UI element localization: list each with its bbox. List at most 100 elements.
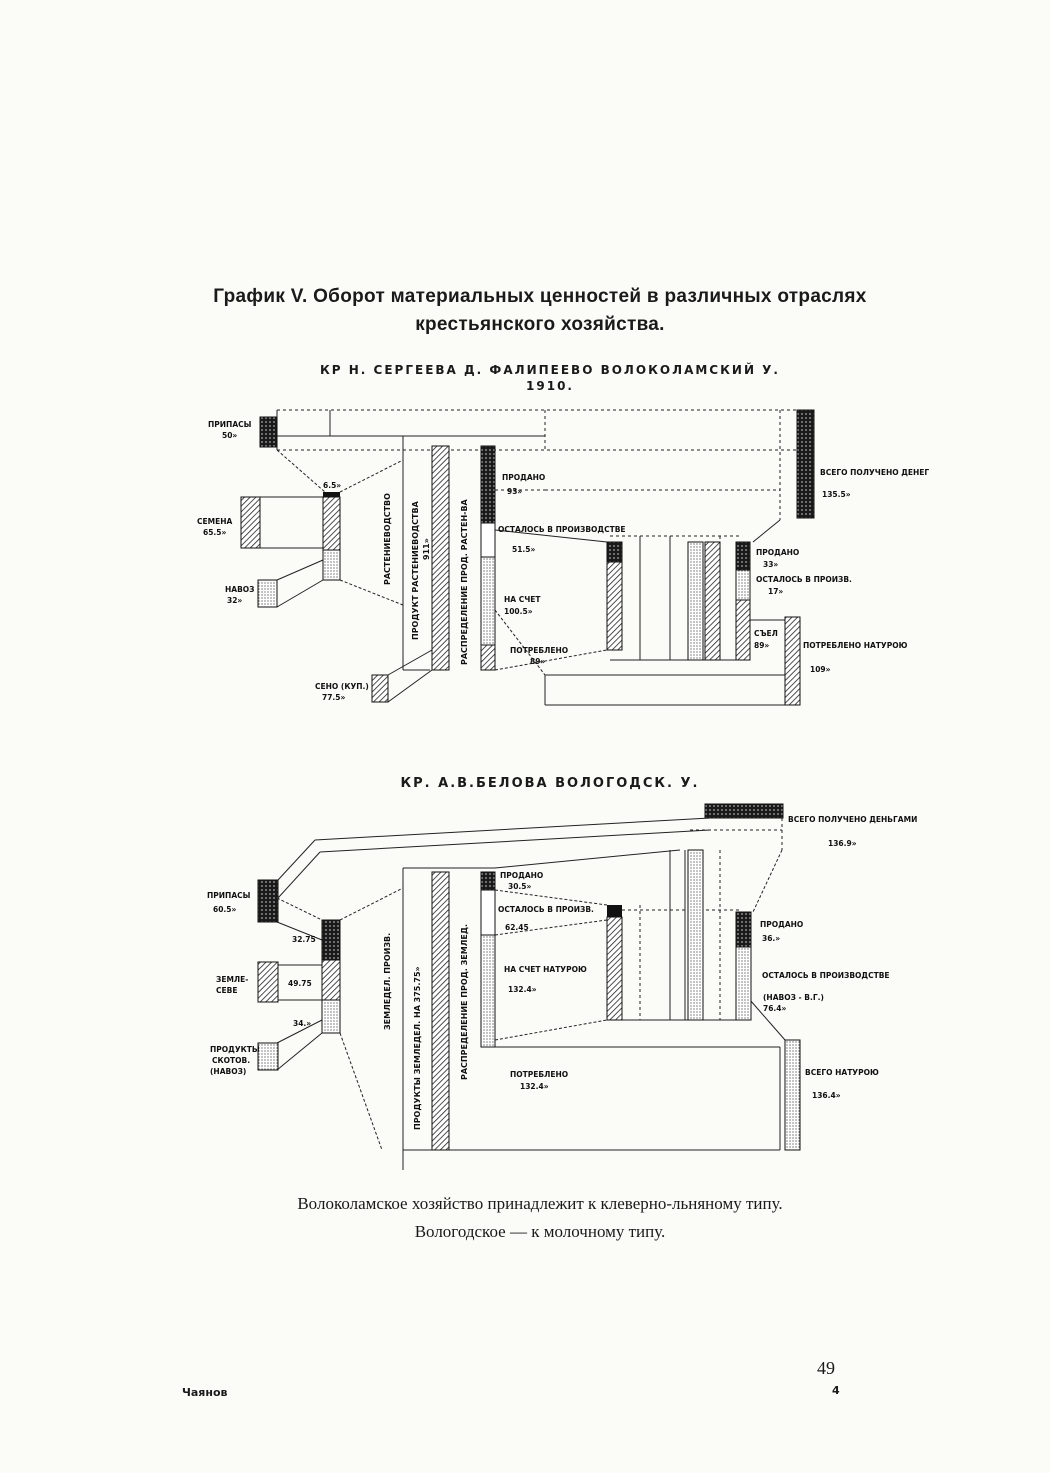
title-line-1: График V. Оборот материальных ценностей … <box>213 286 867 307</box>
bar-produkt-1 <box>431 445 450 671</box>
label-potrebleno-1: ПОТРЕБЛЕНО <box>510 646 568 655</box>
value-small-1: 6.5» <box>323 481 341 490</box>
label-vsego-den-2: ВСЕГО ПОЛУЧЕНО ДЕНЬГАМИ <box>788 815 917 824</box>
label-ostalos2-2: ОСТАЛОСЬ В ПРОИЗВОДСТВЕ <box>762 971 890 980</box>
value-naschet-1: 100.5» <box>504 607 533 616</box>
value-vsego-nat-2: 136.4» <box>812 1091 841 1100</box>
value-prodano-1: 93» <box>507 487 522 496</box>
caption-line-2: Вологодское — к молочному типу. <box>414 1222 666 1241</box>
value-v1-2: 32.75 <box>292 935 316 944</box>
value-prodano2-1: 33» <box>763 560 778 569</box>
value-prodano-2: 30.5» <box>508 882 532 891</box>
bar-mid2-1 <box>687 541 704 661</box>
bar-sel-1 <box>735 599 751 661</box>
value-v2-2: 49.75 <box>288 979 312 988</box>
value-ostalos2-2: 76.4» <box>763 1004 787 1013</box>
bar-mid-2 <box>606 916 623 1021</box>
bar-prodano-2 <box>480 871 496 891</box>
bar-ostalos-2 <box>480 889 496 936</box>
label-raspred-1: РАСПРЕДЕЛЕНИЕ ПРОД. РАСТЕН-ВА <box>460 498 469 665</box>
bar-small-1 <box>323 492 340 497</box>
bar-mid3-1 <box>704 541 721 661</box>
value-seno-1: 77.5» <box>322 693 346 702</box>
value-ostalos-2: 62.45 <box>505 923 529 932</box>
value-navoz-1: 32» <box>227 596 242 605</box>
bar-semena-in-2 <box>321 959 341 1001</box>
label-zemled-2: ЗЕМЛЕДЕЛ. ПРОИЗВ. <box>383 933 392 1030</box>
label-potrebleno-2: ПОТРЕБЛЕНО <box>510 1070 568 1079</box>
label-seve-2: СЕВЕ <box>216 986 237 995</box>
label-prodano-1: ПРОДАНО <box>502 473 545 482</box>
bar-mid-1 <box>606 561 623 651</box>
label-vsego-den-1: ВСЕГО ПОЛУЧЕНО ДЕНЕГ <box>820 468 929 477</box>
label-semena-1: СЕМЕНА <box>197 517 232 526</box>
label-ostalos-1: ОСТАЛОСЬ В ПРОИЗВОДСТВЕ <box>498 525 626 534</box>
value-vsego-den-2: 136.9» <box>828 839 857 848</box>
bar-navoz-1 <box>257 579 278 608</box>
value-potrebleno-2: 132.4» <box>520 1082 549 1091</box>
value-naschet-2: 132.4» <box>508 985 537 994</box>
label-prodano-2: ПРОДАНО <box>500 871 543 880</box>
bar-potr-nat-1 <box>784 616 801 706</box>
label-ostalos2b-2: (НАВОЗ - В.Г.) <box>763 993 824 1002</box>
bar-semena-2 <box>257 961 279 1003</box>
page-number: 49 <box>817 1358 835 1378</box>
bar-produkty-2 <box>257 1042 279 1071</box>
value-vsego-den-1: 135.5» <box>822 490 851 499</box>
label-naschet-1: НА СЧЕТ <box>504 595 541 604</box>
bar-semena-1 <box>240 496 261 549</box>
label-navoz-1: НАВОЗ <box>225 585 255 594</box>
value-pripasy-1: 50» <box>222 431 237 440</box>
bar-pripasy-2 <box>257 879 279 923</box>
caption: Волоколамское хозяйство принадлежит к кл… <box>150 1190 930 1246</box>
label-vsego-nat-2: ВСЕГО НАТУРОЮ <box>805 1068 879 1077</box>
bar-vsego-den-1 <box>796 409 815 519</box>
diagram2-heading: КР. А.В.БЕЛОВА ВОЛОГОДСК. У. <box>400 776 700 791</box>
value-produkt-1: 911» <box>422 538 431 560</box>
label-seno-1: СЕНО (КУП.) <box>315 682 369 691</box>
value-v3-2: 34.» <box>293 1019 311 1028</box>
bar-pripasy-in-2 <box>321 919 341 961</box>
label-zemle-2: ЗЕМЛЕ- <box>216 975 248 984</box>
value-potr-nat-1: 109» <box>810 665 831 674</box>
label-prodano2-2: ПРОДАНО <box>760 920 803 929</box>
label-pripasy-2: ПРИПАСЫ <box>207 891 251 900</box>
bar-seno-1 <box>371 674 389 703</box>
bar-prod-zem-2 <box>431 871 450 1151</box>
label-naschet-2: НА СЧЕТ НАТУРОЮ <box>504 965 587 974</box>
value-semena-1: 65.5» <box>203 528 227 537</box>
bar-prodano2-2 <box>735 911 752 948</box>
label-ostalos2-1: ОСТАЛОСЬ В ПРОИЗВ. <box>756 575 852 584</box>
title-line-2: крестьянского хозяйства. <box>415 314 665 335</box>
value-ostalos2-1: 17» <box>768 587 783 596</box>
label-prodano2-1: ПРОДАНО <box>756 548 799 557</box>
signature-left: Чаянов <box>182 1386 228 1399</box>
bar-naschet-2 <box>480 934 496 1048</box>
value-ostalos-1: 51.5» <box>512 545 536 554</box>
signature-right: 4 <box>832 1384 840 1397</box>
label-rasten-1: РАСТЕНИЕВОДСТВО <box>383 493 392 585</box>
label-raspred-2: РАСПРЕДЕЛЕНИЕ ПРОД. ЗЕМЛЕД. <box>460 924 469 1080</box>
label-produkt-1: ПРОДУКТ РАСТЕНИЕВОДСТВА <box>411 500 420 640</box>
bar-vsego-nat-2 <box>784 1039 801 1151</box>
bar-ostalos2-2 <box>735 946 752 1021</box>
label-produkty2-2: СКОТОВ. <box>212 1056 250 1065</box>
page-title: График V. Оборот материальных ценностей … <box>150 283 930 339</box>
label-sel-1: СЪЕЛ <box>754 629 778 638</box>
value-pripasy-2: 60.5» <box>213 905 237 914</box>
bar-navoz-in-1 <box>322 549 341 581</box>
bar-mid2-2 <box>687 849 704 1021</box>
caption-line-1: Волоколамское хозяйство принадлежит к кл… <box>297 1194 783 1213</box>
value-potrebleno-1: 89» <box>530 657 545 666</box>
label-prod-zem-2: ПРОДУКТЫ ЗЕМЛЕДЕЛ. НА 375.75» <box>413 966 422 1130</box>
bar-prodano-mid-2 <box>607 905 622 917</box>
diagram1-heading: КР Н. СЕРГЕЕВА Д. ФАЛИПЕЕВО ВОЛОКОЛАМСКИ… <box>319 363 780 393</box>
label-ostalos-2: ОСТАЛОСЬ В ПРОИЗВ. <box>498 905 594 914</box>
bar-produkty-in-2 <box>321 999 341 1034</box>
bar-potrebleno-1 <box>480 644 496 671</box>
bar-pripasy-1 <box>259 416 278 448</box>
label-produkty3-2: (НАВОЗ) <box>210 1067 246 1076</box>
